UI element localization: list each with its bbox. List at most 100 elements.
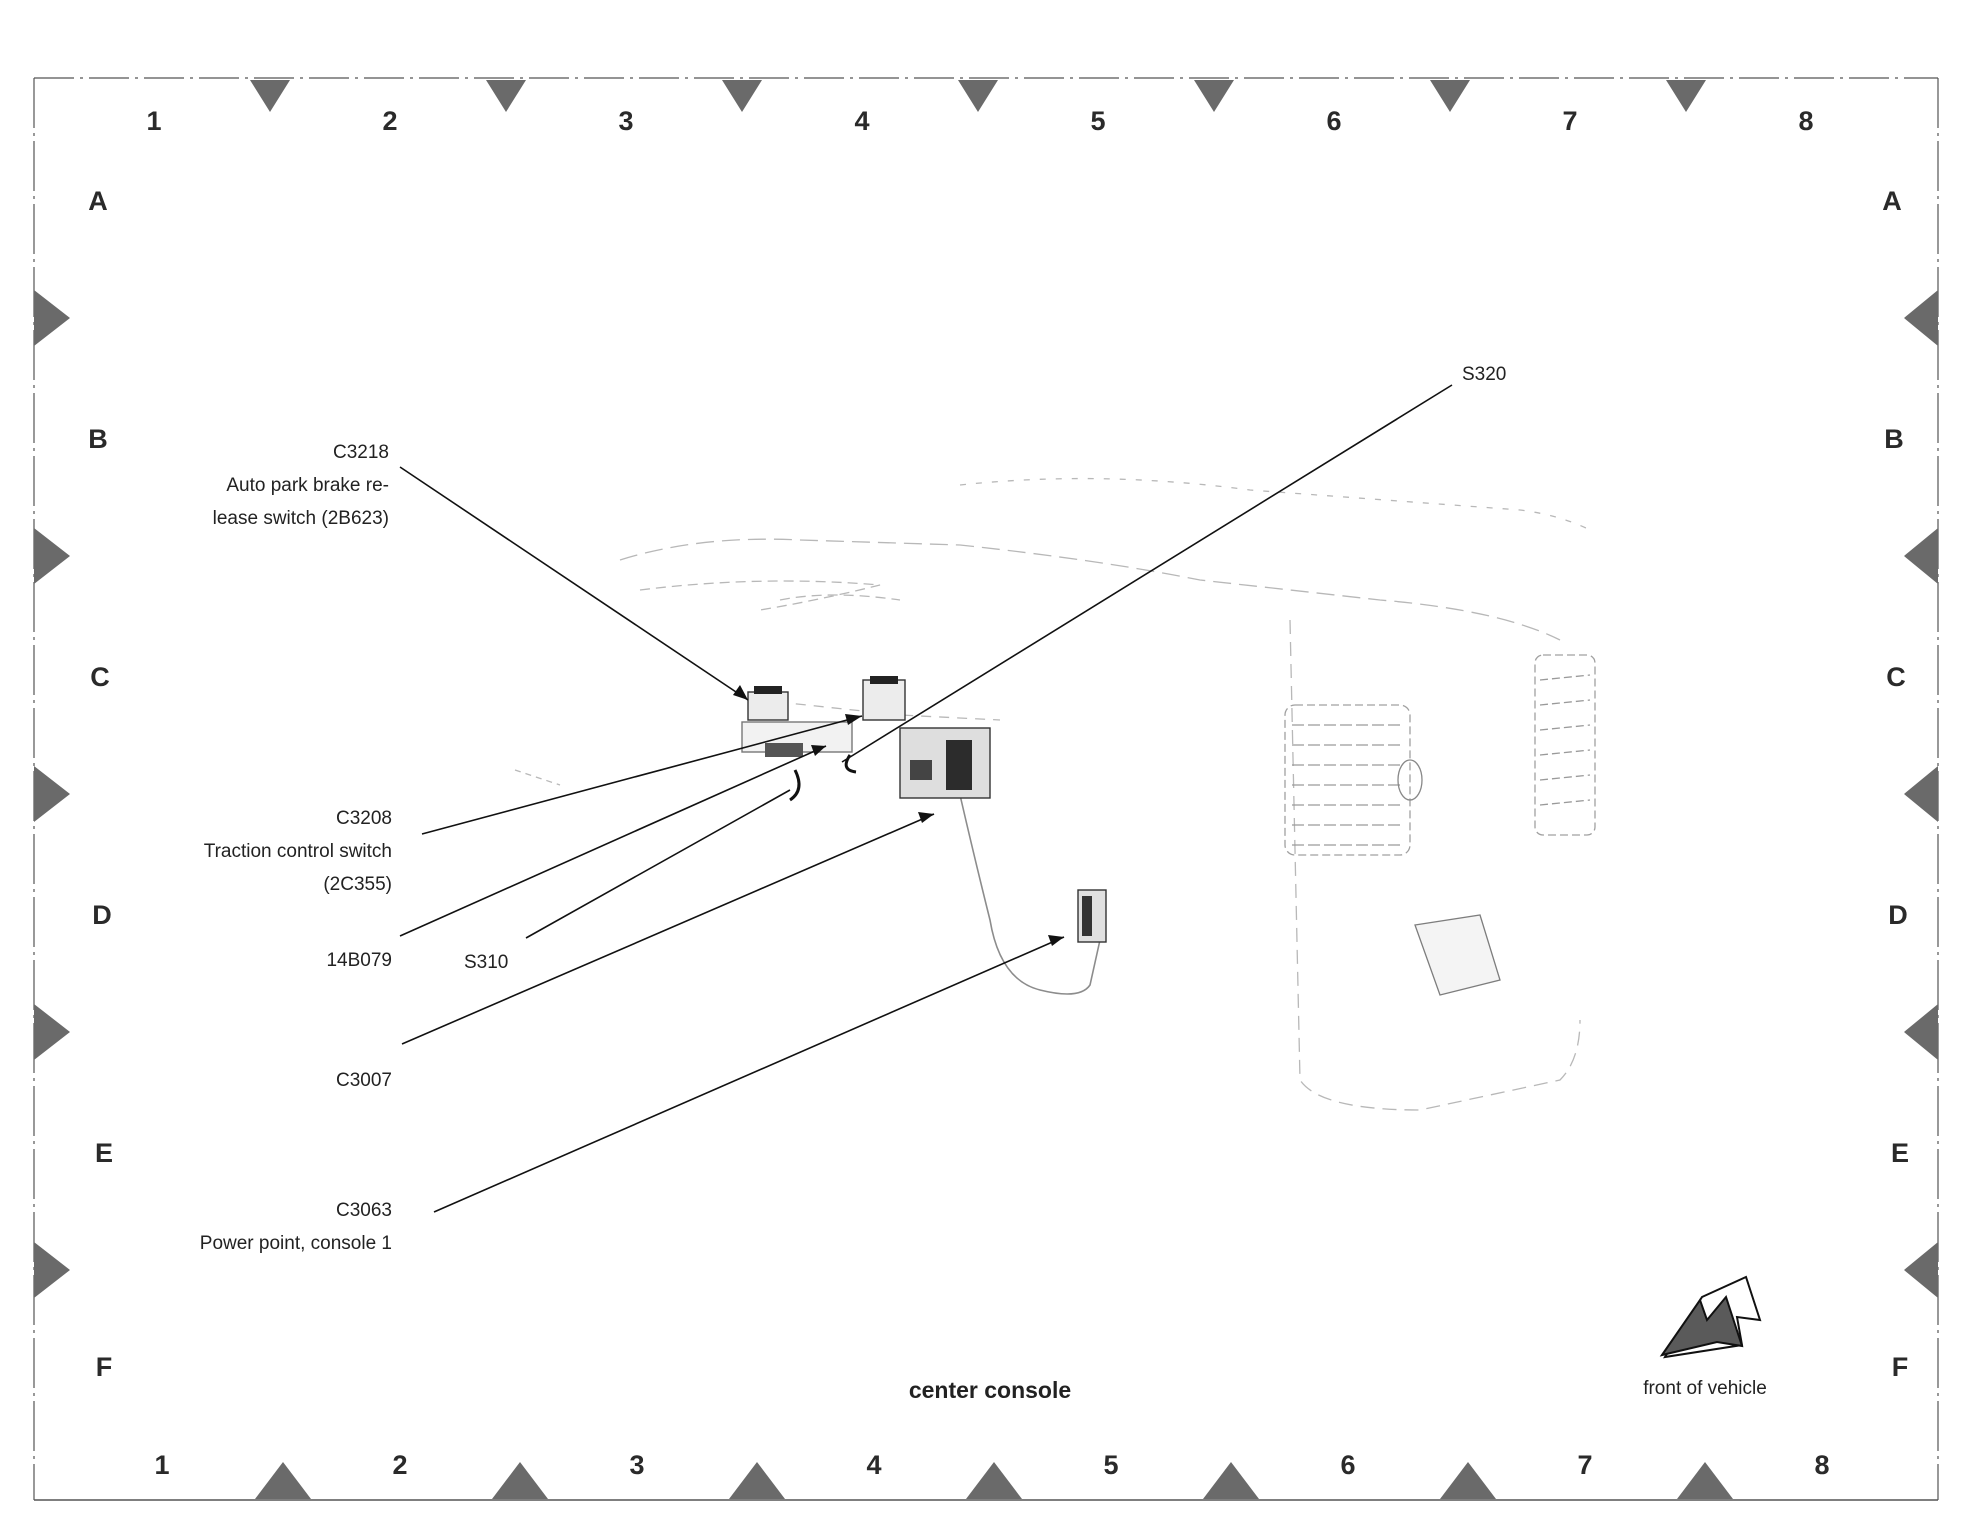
grid-column-label: 3 xyxy=(629,1450,645,1480)
console-top-surface xyxy=(619,538,1561,641)
console-top-detail xyxy=(639,580,901,611)
leader-c3208 xyxy=(421,715,863,835)
marker-top-7 xyxy=(1666,80,1706,112)
callout-14b079: 14B079 xyxy=(326,950,392,971)
leader-c3007 xyxy=(401,813,935,1045)
grid-column-label: 4 xyxy=(854,106,870,136)
callout-c3218: C3218 Auto park brake re- lease switch (… xyxy=(212,442,389,529)
grid-column-label: 4 xyxy=(866,1450,882,1480)
arrowhead-c3208 xyxy=(845,714,862,725)
marker-bottom-3 xyxy=(729,1462,785,1499)
grid-column-label: 3 xyxy=(618,106,634,136)
marker-left-3 xyxy=(34,766,70,822)
grid-row-label: F xyxy=(95,1352,113,1382)
marker-left-2 xyxy=(34,528,70,584)
marker-top-5 xyxy=(1194,80,1234,112)
callout-c3007: C3007 xyxy=(336,1070,392,1091)
marker-right-5 xyxy=(1904,1242,1938,1298)
arrowhead-c3007 xyxy=(918,812,934,823)
orientation-label: front of vehicle xyxy=(1643,1378,1767,1399)
marker-right-3 xyxy=(1904,766,1938,822)
c3063-connector-body xyxy=(1082,896,1092,936)
marker-right-4 xyxy=(1904,1004,1938,1060)
grid-column-label: 2 xyxy=(382,106,398,136)
c3007-connector-body xyxy=(946,740,972,790)
callout-c3063: C3063 Power point, console 1 xyxy=(199,1200,392,1254)
wire-s310 xyxy=(789,769,801,802)
marker-top-1 xyxy=(250,80,290,112)
connectors xyxy=(741,676,1107,943)
leader-c3063 xyxy=(433,936,1065,1213)
callout-s310: S310 xyxy=(464,952,509,973)
grid-row-label: E xyxy=(94,1138,113,1168)
arrowhead-c3218 xyxy=(733,685,748,700)
power-point-harness xyxy=(959,794,1101,995)
marker-left-5 xyxy=(34,1242,70,1298)
marker-bottom-6 xyxy=(1440,1462,1496,1499)
console-illustration xyxy=(514,477,1596,1111)
marker-left-1 xyxy=(34,290,70,346)
front-of-vehicle-arrow-icon xyxy=(1659,1275,1762,1359)
vent-left-knob xyxy=(1397,759,1423,801)
grid-row-label: D xyxy=(1888,900,1908,930)
marker-right-1 xyxy=(1904,290,1938,346)
park-brake-switch-top xyxy=(754,686,782,694)
grid-column-label: 7 xyxy=(1562,106,1578,136)
diagram-caption: center console xyxy=(908,1377,1072,1403)
marker-right-2 xyxy=(1904,528,1938,584)
grid-row-label: A xyxy=(1882,186,1902,216)
c3007-connector-latch xyxy=(910,760,932,780)
traction-switch xyxy=(862,679,906,721)
grid-row-label: B xyxy=(1884,424,1904,454)
storage-pocket xyxy=(1414,914,1501,996)
grid-row-label: B xyxy=(88,424,108,454)
front-arrow-front xyxy=(1659,1294,1744,1357)
marker-bottom-1 xyxy=(255,1462,311,1499)
grid-column-label: 8 xyxy=(1814,1450,1830,1480)
callout-c3208: C3208 Traction control switch (2C355) xyxy=(203,808,392,895)
vent-left-slats xyxy=(1292,724,1402,846)
marker-top-6 xyxy=(1430,80,1470,112)
grid-row-label: F xyxy=(1891,1352,1909,1382)
grid-column-label: 2 xyxy=(392,1450,408,1480)
leader-c3218 xyxy=(399,466,749,701)
marker-top-3 xyxy=(722,80,762,112)
marker-bottom-7 xyxy=(1677,1462,1733,1499)
leader-14b079 xyxy=(399,745,827,937)
marker-bottom-2 xyxy=(492,1462,548,1499)
grid-column-label: 1 xyxy=(146,106,162,136)
grid-column-label: 6 xyxy=(1326,106,1342,136)
marker-top-2 xyxy=(486,80,526,112)
grid-column-label: 8 xyxy=(1798,106,1814,136)
leader-lines xyxy=(399,384,1453,1213)
grid-column-label: 1 xyxy=(154,1450,170,1480)
marker-left-4 xyxy=(34,1004,70,1060)
arrowhead-14b079 xyxy=(811,745,826,756)
grid-row-label: D xyxy=(92,900,112,930)
marker-top-4 xyxy=(958,80,998,112)
console-floor-line xyxy=(514,769,561,786)
grid-row-label: C xyxy=(1886,662,1906,692)
marker-bottom-5 xyxy=(1203,1462,1259,1499)
grid-row-label: C xyxy=(90,662,110,692)
vent-right xyxy=(1534,654,1596,836)
vent-right-slats xyxy=(1539,674,1591,806)
grid-row-label: A xyxy=(88,186,108,216)
leader-arrowheads xyxy=(733,685,1064,946)
wire-s320 xyxy=(844,754,857,774)
console-upper-edge xyxy=(959,477,1591,531)
console-side xyxy=(1289,619,1581,1111)
callout-s320: S320 xyxy=(1462,364,1507,385)
marker-bottom-4 xyxy=(966,1462,1022,1499)
grid-column-label: 6 xyxy=(1340,1450,1356,1480)
leader-s310 xyxy=(525,789,791,939)
console-base xyxy=(759,699,1001,721)
grid-column-label: 5 xyxy=(1090,106,1106,136)
leader-s320 xyxy=(841,384,1453,763)
switch-bracket-detail xyxy=(765,743,803,757)
grid-row-label: E xyxy=(1890,1138,1909,1168)
grid-column-label: 5 xyxy=(1103,1450,1119,1480)
arrowhead-c3063 xyxy=(1048,935,1064,946)
